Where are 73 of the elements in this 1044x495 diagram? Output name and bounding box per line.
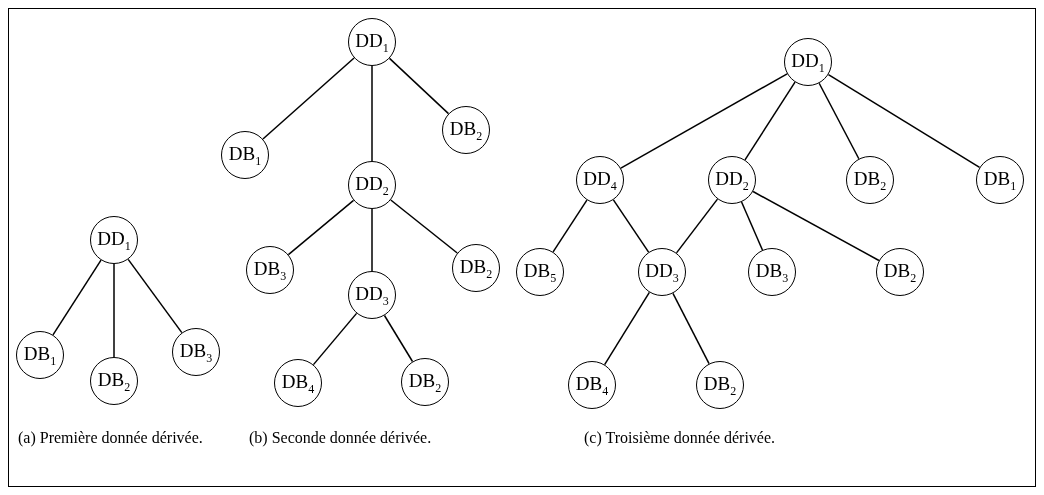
connector-line [383,314,414,363]
node-label: DB$_{2}$ [449,118,483,142]
node-circle [221,131,269,179]
connector-line [603,291,651,366]
node-circle [784,38,832,86]
node-label: DD$_{4}$ [583,168,617,192]
connector-line [552,199,588,253]
node-circle [348,18,396,66]
connector-line [262,57,355,140]
caption: (a) Première donnée dérivée. [18,428,204,448]
node-circle [348,161,396,209]
connector-line [827,73,981,169]
node-label: DD$_{2}$ [715,168,749,192]
connector-line [371,65,373,162]
connector-line [740,201,764,251]
node-label: DB$_{2}$ [459,256,493,280]
connector-line [388,57,450,115]
connector-line [752,190,880,262]
node-label: DB$_{4}$ [281,371,315,395]
node-label: DB$_{1}$ [23,343,57,367]
node-label: DB$_{4}$ [575,373,609,397]
node-circle [576,156,624,204]
node-circle [172,328,220,376]
node-circle [16,331,64,379]
node-label: DB$_{1}$ [228,143,262,167]
connector-line [390,199,458,254]
node-label: DB$_{2}$ [853,168,887,192]
connector-line [612,199,650,253]
connector-line [744,81,796,161]
node-label: DD$_{1}$ [97,228,131,252]
node-circle [274,359,322,407]
node-label: DB$_{2}$ [97,369,131,393]
node-circle [696,361,744,409]
connector-line [287,199,355,256]
node-label: DB$_{2}$ [883,260,917,284]
connector-line [127,258,183,334]
node-circle [748,248,796,296]
node-label: DD$_{2}$ [355,173,389,197]
node-circle [876,248,924,296]
node-label: DB$_{2}$ [408,370,442,394]
node-circle [568,361,616,409]
connector-line [675,198,719,254]
node-label: DB$_{3}$ [253,258,287,282]
connector-line [371,208,373,272]
node-circle [708,156,756,204]
connector-line [672,292,710,365]
node-label: DD$_{1}$ [791,50,825,74]
connector-line [52,259,102,336]
caption: (b) Seconde donnée dérivée. [249,428,433,448]
connector-line [818,82,860,160]
caption: (c) Troisième donnée dérivée. [584,428,777,448]
connector-line [113,263,115,358]
node-label: DB$_{3}$ [755,260,789,284]
node-circle [442,106,490,154]
connector-line [620,73,788,169]
connector-line [312,312,358,366]
node-circle [246,246,294,294]
node-label: DD$_{3}$ [645,260,679,284]
node-circle [401,358,449,406]
node-label: DB$_{2}$ [703,373,737,397]
node-circle [516,248,564,296]
node-label: DB$_{5}$ [523,260,557,284]
node-circle [452,244,500,292]
node-circle [976,156,1024,204]
node-label: DD$_{3}$ [355,283,389,307]
node-label: DB$_{1}$ [983,168,1017,192]
node-label: DB$_{3}$ [179,340,213,364]
node-circle [90,357,138,405]
node-circle [846,156,894,204]
node-circle [90,216,138,264]
node-label: DD$_{1}$ [355,30,389,54]
node-circle [348,271,396,319]
node-circle [638,248,686,296]
